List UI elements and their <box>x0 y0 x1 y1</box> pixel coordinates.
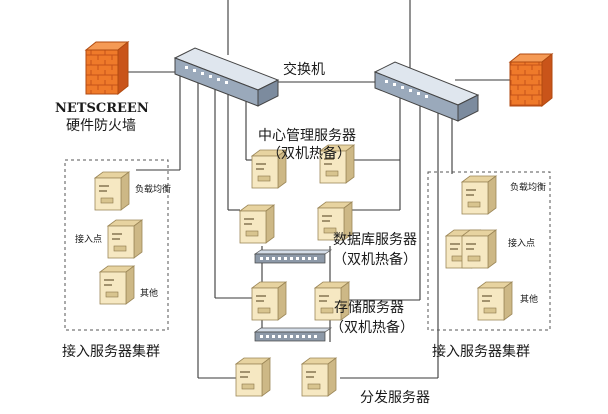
server-distribution-2 <box>301 357 337 397</box>
server-distribution-1 <box>235 357 271 397</box>
server-right-other <box>477 281 513 321</box>
label-netscreen: NETSCREEN <box>55 101 149 116</box>
label-right-access-point: 接入点 <box>508 237 535 249</box>
label-distribution-server: 分发服务器 <box>360 390 430 406</box>
firewall-left <box>84 40 130 96</box>
label-left-cluster: 接入服务器集群 <box>62 343 160 360</box>
left-cluster-box <box>64 159 169 331</box>
switch-left <box>173 47 280 107</box>
hub-storage <box>254 327 332 342</box>
firewall-right <box>508 52 554 108</box>
switch-right <box>373 61 480 122</box>
hub-db <box>254 249 332 264</box>
label-db-ha: （双机热备） <box>333 251 417 268</box>
label-left-access-point: 接入点 <box>75 233 102 245</box>
label-right-cluster: 接入服务器集群 <box>432 343 530 360</box>
label-left-load-balance: 负载均衡 <box>135 183 171 195</box>
server-left-access-point <box>107 219 143 259</box>
server-left-other <box>99 265 135 305</box>
label-left-other: 其他 <box>140 287 158 299</box>
right-cluster-box <box>427 171 551 331</box>
server-left-load-balance <box>94 171 130 211</box>
label-hw-firewall: 硬件防火墙 <box>66 118 136 134</box>
label-switch: 交换机 <box>283 61 325 78</box>
server-db-1 <box>239 204 275 244</box>
server-right-access-point-2 <box>461 229 497 269</box>
label-right-load-balance: 负载均衡 <box>510 181 546 193</box>
label-central-ha: （双机热备） <box>267 145 351 162</box>
label-right-other: 其他 <box>520 293 538 305</box>
label-storage-server: 存储服务器 <box>334 300 404 316</box>
server-storage-1 <box>251 281 287 321</box>
label-storage-ha: （双机热备） <box>330 319 414 336</box>
label-central-server: 中心管理服务器 <box>258 128 356 144</box>
server-right-load-balance <box>461 175 497 215</box>
label-db-server: 数据库服务器 <box>333 232 417 248</box>
connection-lines <box>122 0 510 379</box>
